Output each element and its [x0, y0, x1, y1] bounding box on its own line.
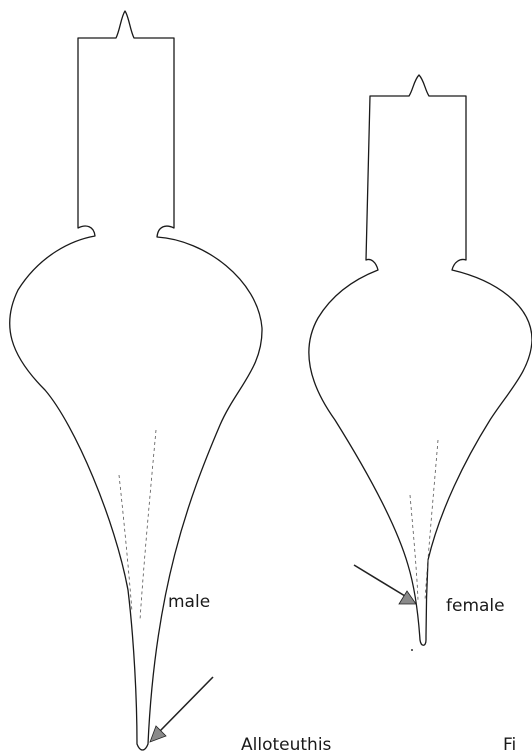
figure-caption-fragment: Fi	[503, 735, 516, 755]
female-gladius-outline	[309, 75, 532, 645]
female-arrow-icon	[354, 565, 416, 604]
male-label: male	[168, 592, 210, 612]
female-label: female	[446, 596, 505, 616]
female-gladius-icon	[309, 75, 532, 645]
genus-label: Alloteuthis	[241, 735, 332, 755]
female-fold-line-left	[410, 495, 418, 600]
male-fold-line-left	[119, 475, 132, 612]
male-fold-line-right	[140, 430, 156, 620]
male-gladius-icon	[10, 11, 262, 750]
female-tip-dot	[411, 649, 413, 651]
male-arrow-icon	[150, 677, 213, 742]
male-gladius-outline	[10, 11, 262, 750]
